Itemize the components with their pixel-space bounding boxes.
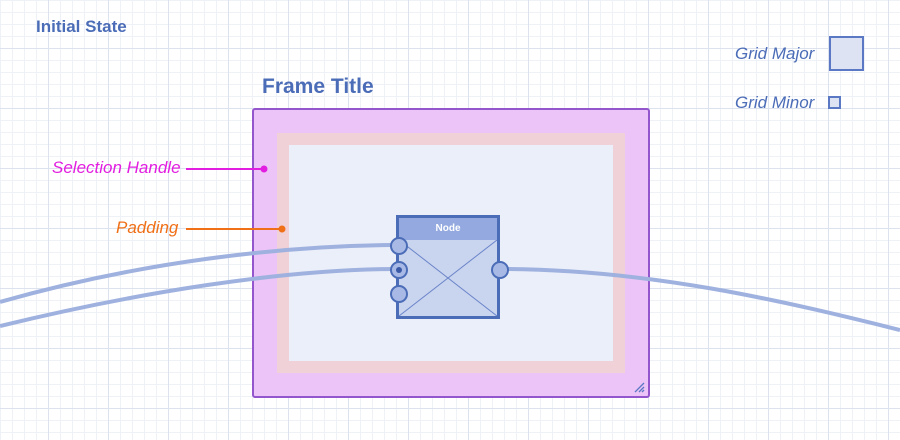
selection-handle-marker [260, 165, 268, 173]
connection-wire-3 [505, 267, 900, 332]
node-input-port-2[interactable] [390, 261, 408, 279]
node-placeholder-icon [399, 240, 497, 316]
grid-minor-swatch [828, 96, 841, 109]
padding-marker [278, 225, 286, 233]
node-input-port-1[interactable] [390, 237, 408, 255]
port-active-dot-icon [396, 267, 402, 273]
resize-grip-icon[interactable] [633, 381, 645, 393]
node[interactable]: Node [396, 215, 500, 319]
connection-wire-2 [0, 267, 393, 328]
connection-wire-1 [0, 243, 393, 304]
grid-minor-legend-label: Grid Minor [735, 93, 815, 112]
grid-major-legend-label: Grid Major [735, 44, 815, 63]
padding-callout-label: Padding [116, 218, 179, 237]
node-output-port-1[interactable] [491, 261, 509, 279]
selection-handle-callout-label: Selection Handle [52, 158, 181, 177]
frame-title[interactable]: Frame Title [262, 75, 374, 98]
node-input-port-3[interactable] [390, 285, 408, 303]
state-title: Initial State [36, 17, 127, 36]
grid-major-swatch [829, 36, 864, 71]
node-title: Node [399, 218, 497, 240]
